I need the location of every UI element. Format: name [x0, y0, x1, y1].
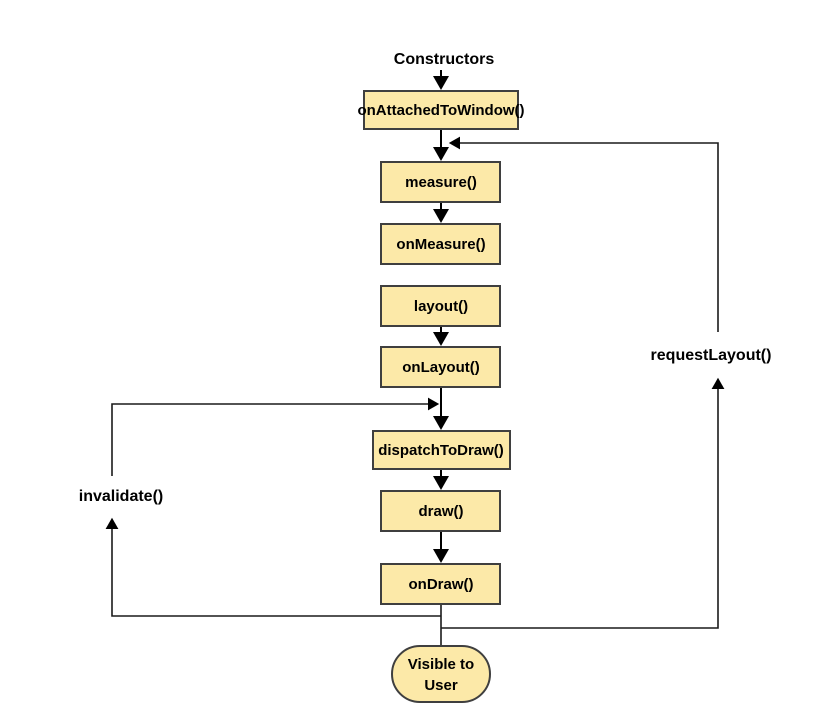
node-onlayout-label: onLayout(): [402, 359, 479, 376]
node-ondraw-label: onDraw(): [409, 576, 474, 593]
node-layout-box[interactable]: [380, 285, 501, 327]
node-draw[interactable]: draw(): [380, 490, 501, 532]
edge-requestlayout-return-to-top: [448, 136, 719, 332]
node-measure[interactable]: measure(): [380, 161, 501, 203]
node-visibletouser[interactable]: Visible to User: [391, 645, 491, 703]
node-ondraw-box[interactable]: [380, 563, 501, 605]
node-dispatchtodraw[interactable]: dispatchToDraw(): [372, 430, 511, 470]
node-onattachedtowindow-box[interactable]: [363, 90, 519, 130]
node-onattachedtowindow[interactable]: onAttachedToWindow(): [357, 90, 525, 130]
edge-invalidate-return-to-dispatchtodraw: [111, 397, 440, 476]
node-onmeasure-label: onMeasure(): [396, 236, 485, 253]
node-dispatchtodraw-box[interactable]: [372, 430, 511, 470]
edge-label-requestlayout: requestLayout(): [651, 347, 772, 364]
node-visibletouser-label-line2: User: [424, 677, 458, 694]
node-dispatchtodraw-label: dispatchToDraw(): [378, 442, 504, 459]
edge-requestlayout-riser: [441, 377, 725, 629]
node-visibletouser-label-line1: Visible to: [408, 656, 474, 673]
node-measure-label: measure(): [405, 174, 477, 191]
node-layout[interactable]: layout(): [380, 285, 501, 327]
node-onlayout-box[interactable]: [380, 346, 501, 388]
node-draw-label: draw(): [419, 503, 464, 520]
edge-label-invalidate: invalidate(): [79, 488, 163, 505]
node-ondraw[interactable]: onDraw(): [380, 563, 501, 605]
edge-invalidate-riser: [105, 517, 441, 617]
node-layout-label: layout(): [414, 298, 468, 315]
node-onmeasure[interactable]: onMeasure(): [380, 223, 501, 265]
node-draw-box[interactable]: [380, 490, 501, 532]
node-onmeasure-box[interactable]: [380, 223, 501, 265]
entry-label-constructors: Constructors: [394, 51, 495, 68]
node-measure-box[interactable]: [380, 161, 501, 203]
node-onlayout[interactable]: onLayout(): [380, 346, 501, 388]
node-visibletouser-box[interactable]: [391, 645, 491, 703]
node-onattachedtowindow-label: onAttachedToWindow(): [357, 102, 524, 119]
